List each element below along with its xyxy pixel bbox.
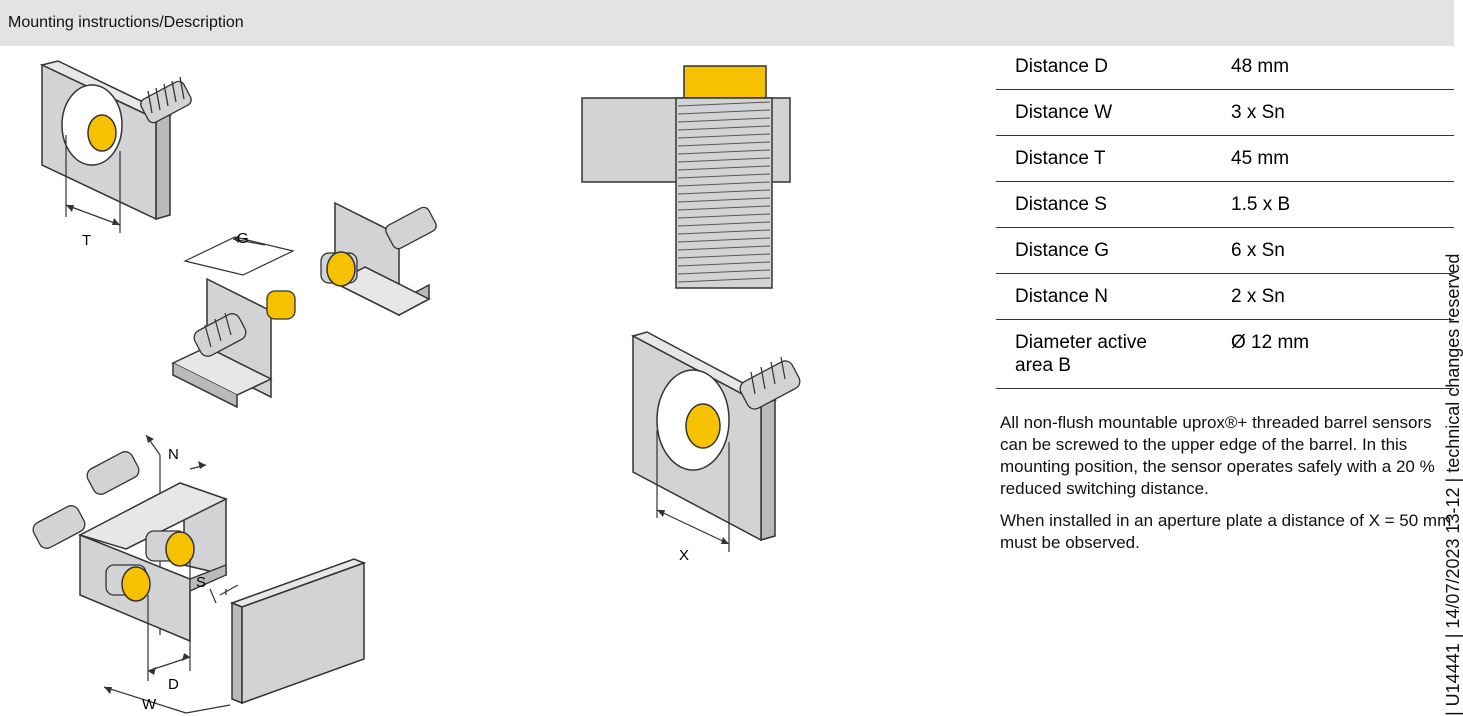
section-title: Mounting instructions/Description: [8, 14, 244, 31]
spec-value: Ø 12 mm: [1231, 319, 1454, 389]
section-header: Mounting instructions/Description: [0, 0, 1454, 46]
label-n: N: [168, 446, 179, 463]
label-x: X: [679, 547, 689, 564]
label-g: G: [237, 230, 249, 247]
spec-value: 3 x Sn: [1231, 89, 1454, 136]
mounting-diagram-g: G: [165, 195, 445, 415]
label-d: D: [168, 676, 179, 693]
spec-label: Distance D: [996, 44, 1231, 90]
mounting-diagram-nsdw: N D S W: [30, 435, 370, 716]
spec-label: Distance W: [996, 89, 1231, 136]
mounting-description: All non-flush mountable uprox®+ threaded…: [1000, 412, 1455, 564]
spec-label: Distance S: [996, 181, 1231, 228]
spec-label: Diameter active area B: [996, 319, 1231, 389]
label-t: T: [82, 232, 91, 245]
label-s: S: [196, 574, 206, 591]
label-w: W: [142, 696, 157, 713]
mounting-diagram-t: T: [30, 55, 220, 245]
description-paragraph: All non-flush mountable uprox®+ threaded…: [1000, 413, 1435, 498]
threaded-barrel-diagram: [578, 62, 798, 294]
spec-value: 1.5 x B: [1231, 181, 1454, 228]
spec-value: 45 mm: [1231, 135, 1454, 182]
spec-label: Distance T: [996, 135, 1231, 182]
spec-value: 48 mm: [1231, 44, 1454, 90]
spec-label: Distance N: [996, 273, 1231, 320]
document-footer-text: | U14441 | 14/07/2023 13-12 | technical …: [1443, 253, 1463, 716]
spec-value: 2 x Sn: [1231, 273, 1454, 320]
mounting-diagram-x: X: [625, 330, 825, 570]
side-document-note: | U14441 | 14/07/2023 13-12 | technical …: [1440, 170, 1463, 716]
description-paragraph: When installed in an aperture plate a di…: [1000, 511, 1452, 552]
spec-label: Distance G: [996, 227, 1231, 274]
spec-value: 6 x Sn: [1231, 227, 1454, 274]
